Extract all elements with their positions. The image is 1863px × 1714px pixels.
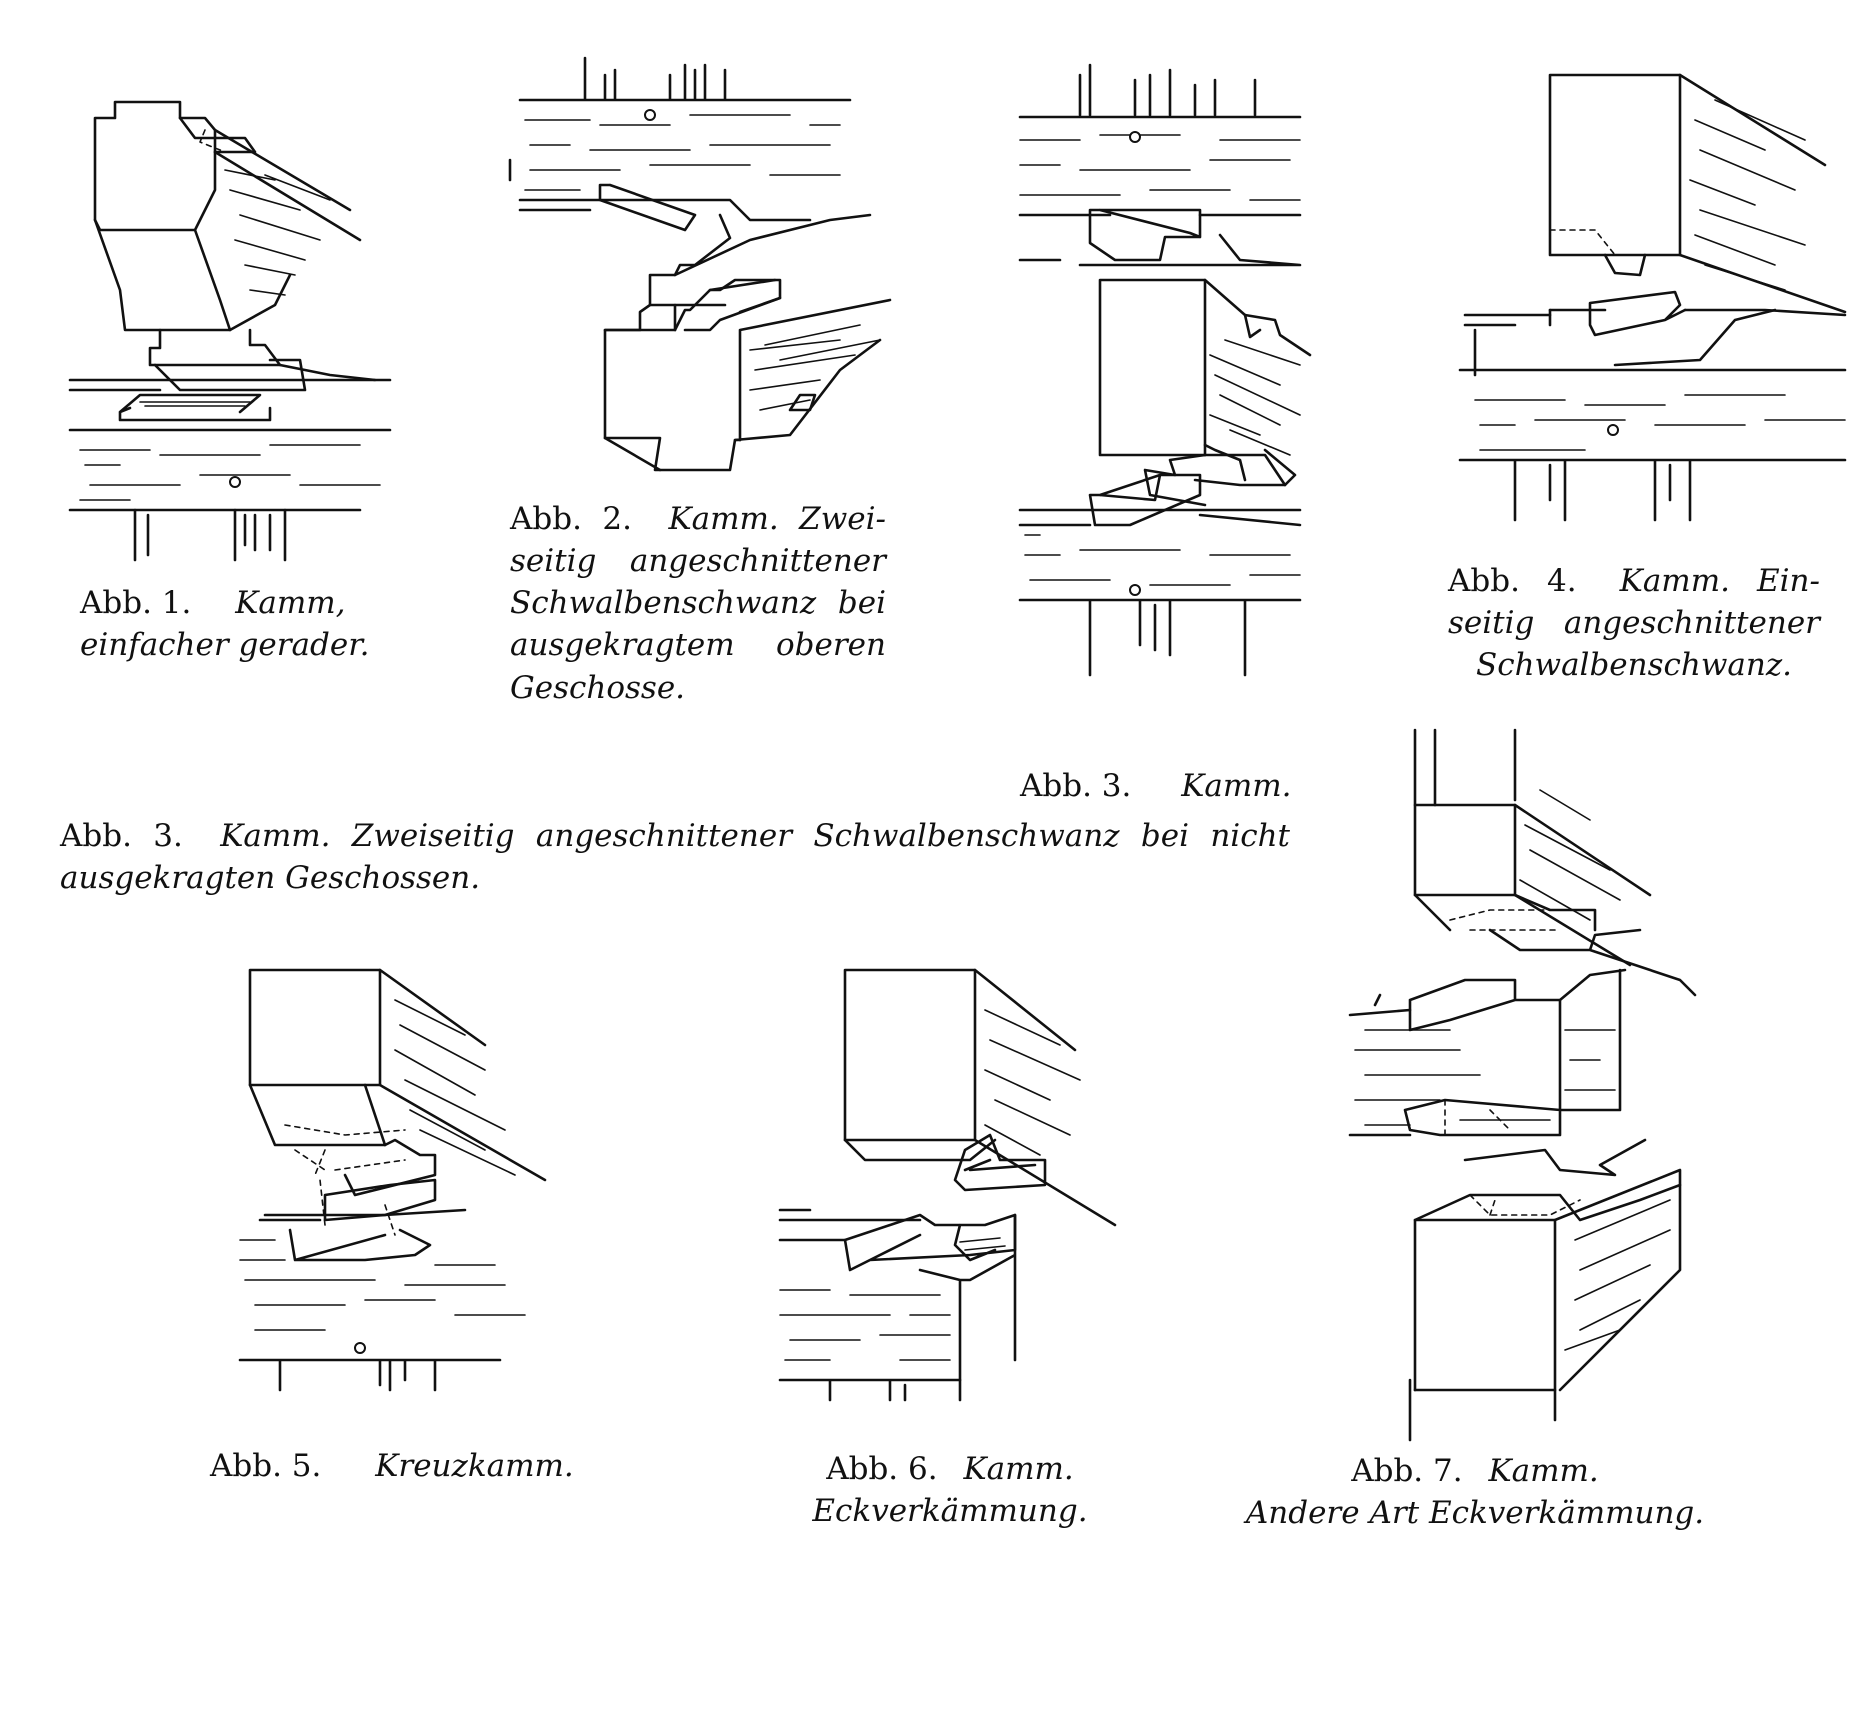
figure-7-subtitle: Andere Art Eckverkämmung. <box>1245 1495 1705 1532</box>
figure-1-title: Kamm, <box>235 585 346 621</box>
figure-4-line-3: Schwalbenschwanz. <box>1475 647 1793 684</box>
figure-3-drawing <box>1018 63 1312 677</box>
figure-3-short-title: Kamm. <box>1181 768 1292 804</box>
figure-3-long-title: Kamm. Zweiseitig angeschnittener Schwalb… <box>220 818 1290 854</box>
figure-3-long-line-2: ausgekragten Geschossen. <box>60 860 481 897</box>
figure-4-title: Kamm. Ein- <box>1619 563 1820 599</box>
caption-figure-2: Abb. 2. Kamm. Zwei- seitig angeschnitten… <box>510 498 886 709</box>
figure-7-label: Abb. 7. <box>1351 1453 1463 1489</box>
figure-2-drawing <box>508 56 892 472</box>
figure-2-line-3: Schwalbenschwanz bei <box>510 585 886 622</box>
figure-4-drawing <box>1458 73 1847 522</box>
figure-3-short-label: Abb. 3. <box>1020 768 1132 804</box>
figure-5-title: Kreuzkamm. <box>375 1448 574 1484</box>
figure-7-title: Kamm. <box>1488 1453 1599 1489</box>
figure-1-drawing <box>68 100 392 562</box>
figure-5-label: Abb. 5. <box>210 1448 322 1484</box>
figure-2-line-5: Geschosse. <box>510 669 686 706</box>
figure-1-label: Abb. 1. <box>80 585 192 621</box>
caption-figure-1: Abb. 1. Kamm, einfacher gerader. <box>80 582 370 666</box>
figure-2-label: Abb. 2. <box>510 501 632 537</box>
caption-figure-3-short: Abb. 3. Kamm. <box>1020 765 1292 807</box>
figure-5-drawing <box>238 968 547 1392</box>
figure-6-label: Abb. 6. <box>826 1451 938 1487</box>
figure-3-long-label: Abb. 3. <box>60 818 183 854</box>
figure-1-subtitle: einfacher gerader. <box>80 627 370 664</box>
figure-2-title: Kamm. Zwei- <box>668 501 886 537</box>
caption-figure-4: Abb. 4. Kamm. Ein- seitig angeschnittene… <box>1448 560 1820 686</box>
caption-figure-3-long: Abb. 3. Kamm. Zweiseitig angeschnittener… <box>60 815 1290 899</box>
caption-figure-7: Abb. 7. Kamm. Andere Art Eckverkämmung. <box>1225 1450 1725 1534</box>
figure-7-drawing <box>1348 728 1697 1442</box>
figure-6-drawing <box>778 968 1117 1402</box>
figure-6-subtitle: Eckverkämmung. <box>812 1493 1088 1530</box>
figure-2-line-4: ausgekragtem oberen <box>510 627 886 664</box>
figure-6-title: Kamm. <box>963 1451 1074 1487</box>
caption-figure-5: Abb. 5. Kreuzkamm. <box>210 1445 574 1487</box>
figure-4-label: Abb. 4. <box>1448 563 1577 599</box>
caption-figure-6: Abb. 6. Kamm. Eckverkämmung. <box>800 1448 1100 1532</box>
figure-4-line-2: seitig angeschnittener <box>1448 605 1820 642</box>
figure-2-line-2: seitig angeschnittener <box>510 543 886 580</box>
